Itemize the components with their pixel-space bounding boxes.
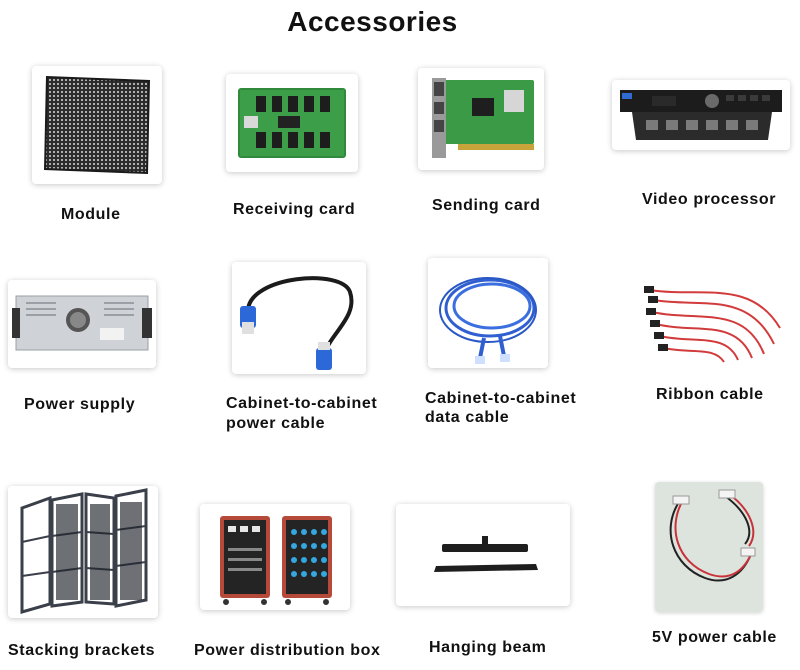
power-distribution-box-icon (200, 504, 350, 610)
stacking-brackets-icon (8, 486, 158, 618)
ribbon-cable-icon (640, 268, 788, 364)
receiving-card-icon (226, 74, 358, 172)
item-label: Cabinet-to-cabinet (425, 390, 577, 407)
sending-card-icon (418, 68, 544, 170)
item-label: Stacking brackets (8, 642, 156, 659)
page-title: Accessories (287, 6, 458, 37)
item-label: Cabinet-to-cabinet (226, 395, 378, 412)
item-label: Power distribution box (194, 642, 381, 659)
item-label: Video processor (642, 191, 777, 208)
video-processor-icon (612, 80, 790, 150)
item-label: 5V power cable (652, 629, 777, 646)
item-label: Ribbon cable (656, 386, 764, 403)
power-supply-icon (8, 280, 156, 368)
hanging-beam-icon (396, 504, 570, 606)
item-label-line2: power cable (226, 415, 326, 432)
data-cable-icon (428, 258, 548, 368)
power-cable-icon (232, 262, 366, 374)
item-label: Hanging beam (429, 639, 547, 656)
item-label: Power supply (24, 396, 136, 413)
item-label-line2: data cable (425, 409, 510, 426)
item-label: Module (61, 206, 121, 223)
5v-power-cable-icon (655, 482, 763, 612)
item-label: Sending card (432, 197, 541, 214)
item-label: Receiving card (233, 201, 356, 218)
led-module-icon (32, 66, 162, 184)
